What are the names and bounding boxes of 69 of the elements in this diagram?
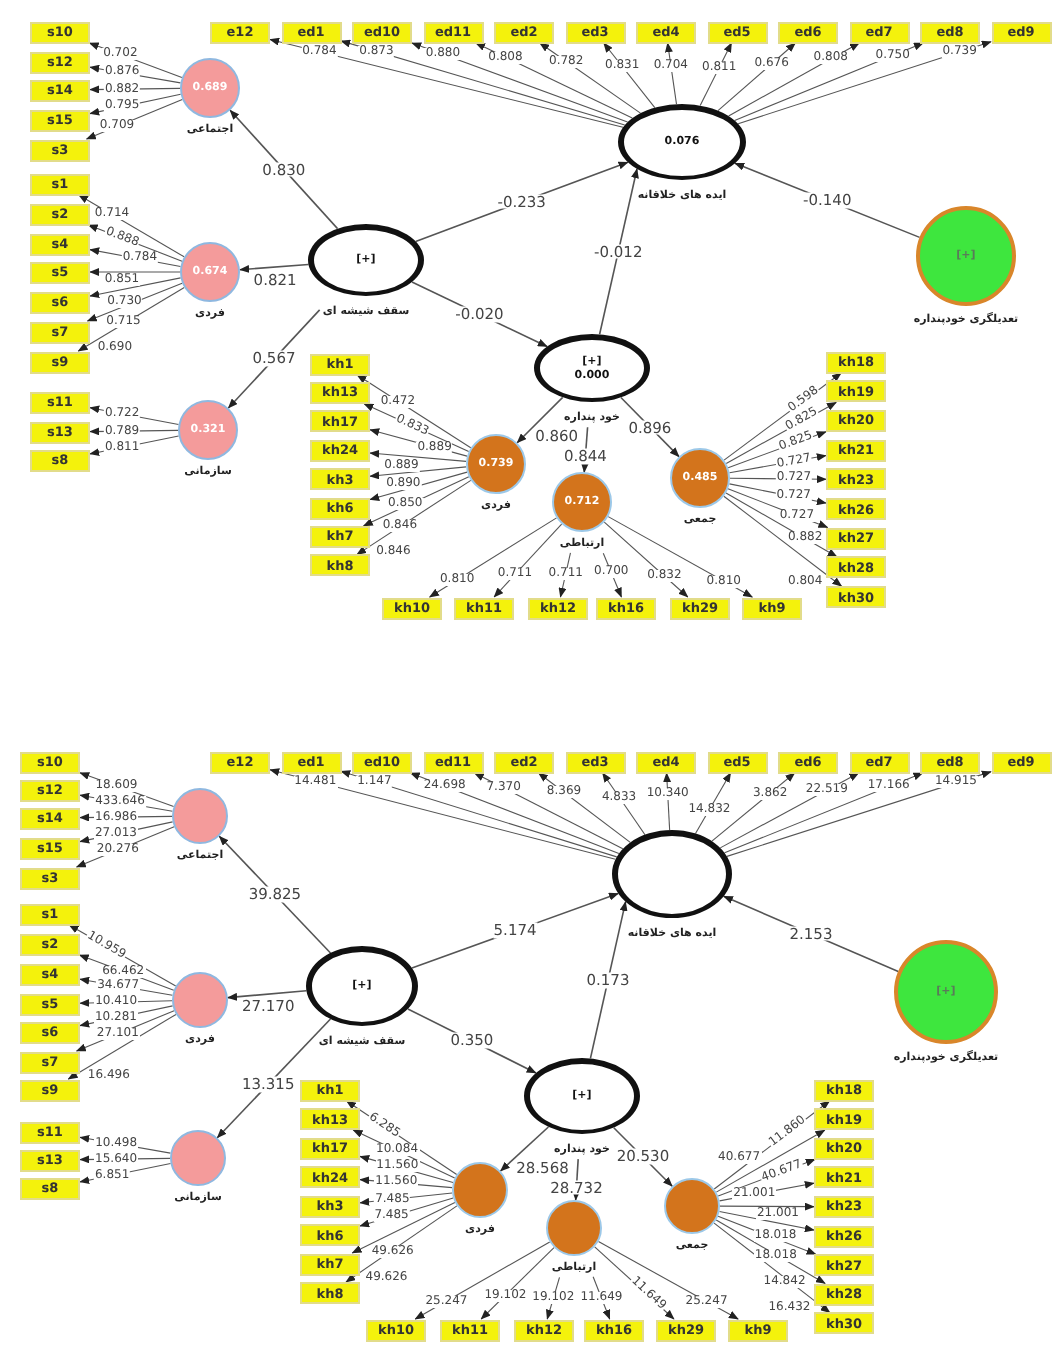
- arrow: [516, 396, 564, 444]
- arrow: [475, 42, 633, 119]
- arrow: [728, 42, 860, 117]
- arrow: [86, 282, 183, 322]
- arrow: [78, 194, 185, 258]
- arrow: [340, 39, 626, 126]
- arrow: [737, 40, 992, 125]
- arrow: [558, 552, 571, 598]
- arrow: [229, 109, 339, 230]
- arrow: [340, 770, 618, 858]
- arrow: [607, 516, 753, 598]
- arrow: [715, 1129, 826, 1193]
- arrow: [493, 523, 563, 598]
- arrow: [89, 268, 181, 276]
- arrow: [67, 1013, 177, 1080]
- arrow: [723, 495, 843, 587]
- arrow: [603, 42, 656, 109]
- arrow: [345, 1205, 458, 1283]
- arrow: [369, 466, 467, 480]
- arrow: [729, 453, 827, 474]
- arrow: [719, 772, 860, 849]
- arrow: [694, 772, 732, 835]
- arrow: [539, 42, 641, 114]
- arrow: [227, 309, 321, 409]
- arrow: [664, 42, 678, 105]
- arrow: [724, 772, 924, 854]
- arrow: [411, 42, 629, 123]
- arrow: [269, 768, 616, 860]
- arrow: [473, 772, 624, 850]
- arrow: [362, 476, 470, 527]
- arrow: [269, 37, 624, 128]
- arrow: [356, 374, 472, 449]
- arrow: [537, 772, 631, 843]
- arrow: [722, 895, 900, 973]
- arrow: [715, 1219, 826, 1284]
- arrow: [239, 263, 310, 273]
- arrow: [407, 1008, 537, 1074]
- arrow: [719, 1202, 815, 1211]
- arrow: [725, 492, 838, 558]
- arrow: [77, 286, 185, 352]
- arrow: [713, 1222, 831, 1314]
- arrow: [480, 1247, 555, 1320]
- arrow: [718, 1210, 815, 1233]
- arrow: [711, 772, 796, 842]
- arrow: [409, 772, 620, 855]
- arrow: [597, 1241, 739, 1320]
- arrow: [602, 552, 622, 598]
- arrow: [89, 277, 182, 299]
- arrow: [227, 990, 308, 1001]
- arrow: [414, 1241, 551, 1320]
- arrow: [369, 471, 468, 501]
- arrow: [351, 1201, 456, 1254]
- arrow: [699, 42, 733, 107]
- arrow: [598, 168, 639, 336]
- arrow: [603, 521, 689, 598]
- arrow: [411, 892, 619, 969]
- arrow: [499, 1126, 550, 1172]
- arrow: [602, 772, 646, 836]
- arrow: [89, 247, 182, 268]
- arrow: [734, 42, 924, 121]
- arrow: [620, 396, 680, 458]
- arrow: [369, 449, 467, 462]
- arrow: [717, 42, 796, 112]
- arrow: [726, 770, 992, 857]
- arrow: [356, 479, 472, 556]
- arrow: [352, 1129, 456, 1179]
- arrow: [589, 901, 628, 1060]
- arrow: [428, 517, 558, 598]
- arrow: [663, 772, 672, 831]
